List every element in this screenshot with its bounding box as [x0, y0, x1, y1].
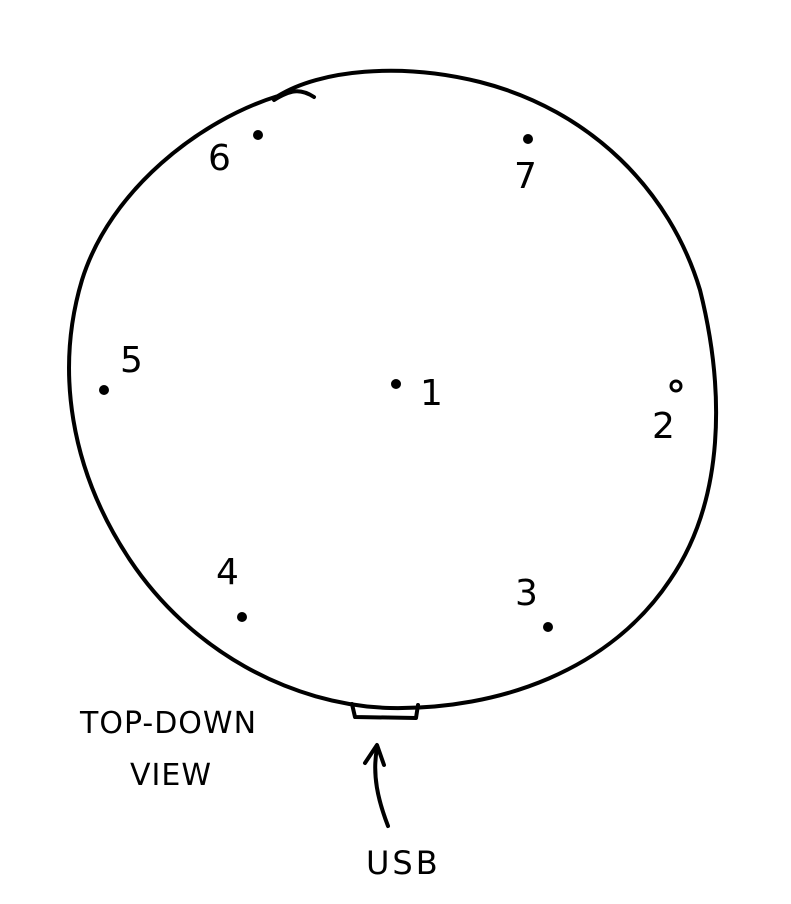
point-2-label: 2 [652, 406, 675, 447]
point-6-dot [253, 130, 263, 140]
caption-view: VIEW [130, 758, 212, 793]
point-2-dot [669, 379, 683, 393]
usb-arrow-head [363, 743, 386, 767]
usb-arrow-shaft [373, 746, 390, 828]
point-6-label: 6 [208, 138, 231, 179]
point-4-dot [237, 612, 247, 622]
point-1-label: 1 [420, 373, 443, 414]
point-1-dot [391, 379, 401, 389]
point-7-dot [523, 134, 533, 144]
caption-top-down: TOP-DOWN [79, 706, 257, 741]
outline-overlap-stroke [272, 89, 316, 102]
usb-port [350, 702, 420, 720]
point-5-label: 5 [120, 340, 143, 381]
point-7-label: 7 [514, 156, 537, 197]
point-3-dot [543, 622, 553, 632]
point-3-label: 3 [515, 573, 538, 614]
point-4-label: 4 [216, 552, 239, 593]
point-5-dot [99, 385, 109, 395]
usb-label: USB [366, 844, 441, 882]
device-outline-circle [67, 68, 719, 711]
